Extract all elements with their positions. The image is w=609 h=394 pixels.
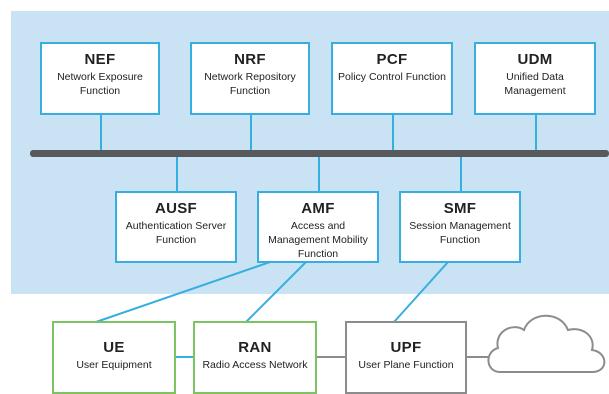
ran-abbr: RAN	[238, 339, 272, 356]
nrf-connector	[250, 114, 252, 152]
amf-abbr: AMF	[301, 200, 335, 217]
amf-box: AMF Access and Management Mobility Funct…	[257, 191, 379, 263]
ue-box: UE User Equipment	[52, 321, 176, 394]
udm-abbr: UDM	[517, 51, 553, 68]
pcf-connector	[392, 114, 394, 152]
ran-box: RAN Radio Access Network	[193, 321, 317, 394]
pcf-box: PCF Policy Control Function	[331, 42, 453, 115]
amf-connector	[318, 154, 320, 192]
ausf-full-name: Authentication Server Function	[125, 220, 227, 246]
smf-abbr: SMF	[443, 200, 477, 217]
ue-abbr: UE	[103, 339, 125, 356]
amf-ran-link	[245, 261, 307, 323]
ran-full-name: Radio Access Network	[202, 359, 308, 371]
udm-full-name: Unified Data Management	[504, 71, 566, 97]
ausf-abbr: AUSF	[154, 200, 198, 217]
ausf-connector	[176, 154, 178, 192]
service-bus	[30, 150, 609, 157]
smf-full-name: Session Management Function	[409, 220, 511, 246]
upf-box: UPF User Plane Function	[345, 321, 467, 394]
udm-box: UDM Unified Data Management	[474, 42, 596, 115]
pcf-abbr: PCF	[376, 51, 408, 68]
pcf-full-name: Policy Control Function	[338, 71, 446, 83]
nrf-full-name: Network Repository Function	[204, 71, 296, 97]
amf-ue-link	[95, 261, 271, 323]
nef-connector	[100, 114, 102, 152]
udm-connector	[535, 114, 537, 152]
upf-full-name: User Plane Function	[358, 359, 454, 371]
ue-full-name: User Equipment	[76, 359, 152, 371]
ausf-box: AUSF Authentication Server Function	[115, 191, 237, 263]
upf-abbr: UPF	[390, 339, 422, 356]
cloud-icon	[487, 314, 606, 373]
smf-box: SMF Session Management Function	[399, 191, 521, 263]
smf-upf-link	[393, 261, 449, 323]
amf-full-name: Access and Management Mobility Function	[268, 220, 368, 260]
nef-box: NEF Network Exposure Function	[40, 42, 160, 115]
nef-abbr: NEF	[84, 51, 116, 68]
nrf-box: NRF Network Repository Function	[190, 42, 310, 115]
nrf-abbr: NRF	[234, 51, 266, 68]
smf-connector	[460, 154, 462, 192]
nef-full-name: Network Exposure Function	[57, 71, 143, 97]
